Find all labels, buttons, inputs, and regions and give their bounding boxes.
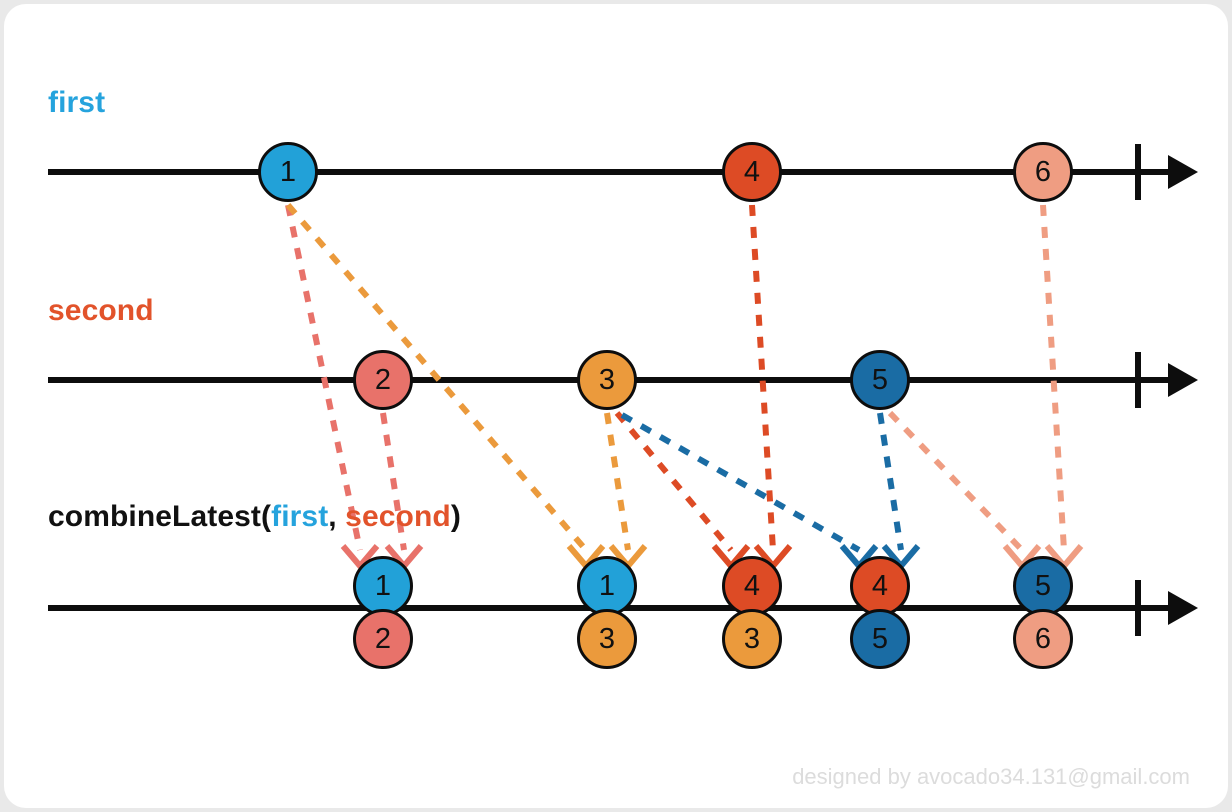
marble-output-3-bottom[interactable]: 3 [722,609,782,669]
operator-label-second: second [345,500,451,533]
marble-first-1[interactable]: 1 [258,142,318,202]
marble-value: 3 [598,622,616,655]
connector-9 [887,410,1042,571]
connector-line-2 [380,412,407,551]
connector-7 [620,412,879,571]
stream-label-first: first [48,86,106,119]
marble-value: 5 [871,622,889,655]
connector-line-3 [285,203,589,552]
marble-output-2-bottom[interactable]: 3 [577,609,637,669]
marble-second-3[interactable]: 5 [850,350,910,410]
marble-output-2-top[interactable]: 1 [577,556,637,616]
footer-credit: designed by avocado34.131@gmail.com [792,764,1190,789]
connector-2 [380,412,424,571]
connector-5 [614,411,751,571]
marble-value: 4 [743,569,761,602]
timeline-axis-first [48,144,1198,200]
connector-line-7 [620,412,861,553]
operator-label-suffix: ) [450,500,461,533]
axis-arrowhead-output [1168,591,1198,625]
operator-label-first: first [271,500,329,533]
marble-value: 4 [871,569,889,602]
connector-line-5 [614,411,734,552]
operator-label-prefix: combineLatest( [48,500,272,533]
connector-line-10 [1040,204,1067,551]
marble-value: 1 [279,155,297,188]
marble-value: 3 [743,622,761,655]
marble-value: 5 [871,363,889,396]
marble-first-3[interactable]: 6 [1013,142,1073,202]
stream-label-second: second [48,294,154,327]
marble-value: 3 [598,363,616,396]
connector-line-4 [604,412,631,551]
marble-output-4-bottom[interactable]: 5 [850,609,910,669]
connector-10 [1040,204,1084,571]
marble-output-1-bottom[interactable]: 2 [353,609,413,669]
marble-first-2[interactable]: 4 [722,142,782,202]
marble-second-2[interactable]: 3 [577,350,637,410]
axis-arrowhead-second [1168,363,1198,397]
marble-value: 6 [1034,155,1052,188]
marble-output-5-top[interactable]: 5 [1013,556,1073,616]
connector-line-1 [285,204,363,551]
axis-arrowhead-first [1168,155,1198,189]
connector-line-9 [887,410,1025,553]
marble-second-1[interactable]: 2 [353,350,413,410]
marble-value: 4 [743,155,761,188]
marble-output-4-top[interactable]: 4 [850,556,910,616]
marble-value: 6 [1034,622,1052,655]
connector-line-6 [749,204,776,551]
marble-value: 2 [374,622,392,655]
marble-value: 5 [1034,569,1052,602]
marble-output-5-bottom[interactable]: 6 [1013,609,1073,669]
marble-value: 1 [374,569,392,602]
marble-output-1-top[interactable]: 1 [353,556,413,616]
marble-output-3-top[interactable]: 4 [722,556,782,616]
operator-label: combineLatest(first, second) [48,500,461,534]
marble-value: 1 [598,569,616,602]
connector-6 [749,204,793,571]
marble-value: 2 [374,363,392,396]
connector-line-8 [877,412,904,551]
operator-label-separator: , [328,500,346,533]
